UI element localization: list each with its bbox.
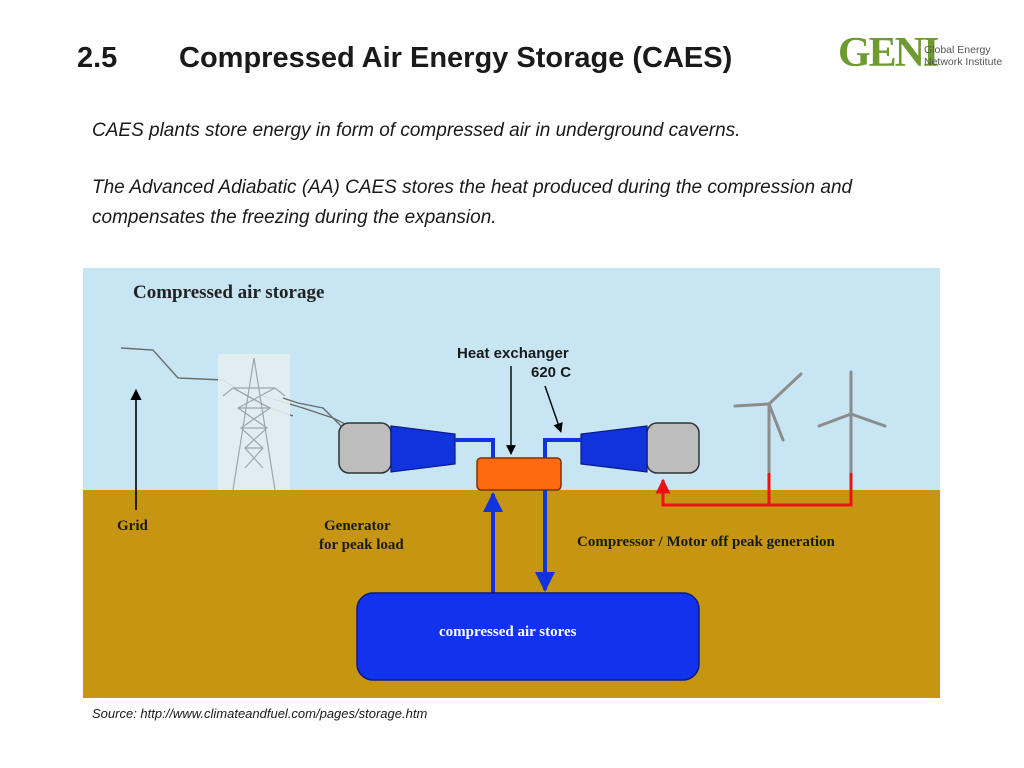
heat-exchanger (476, 457, 562, 491)
pipe-left-top (455, 438, 495, 458)
turbine-right (580, 425, 648, 473)
generator-label-line1: Generator (324, 518, 391, 534)
intro-paragraph: CAES plants store energy in form of comp… (92, 120, 741, 141)
generator-label-line2: for peak load (319, 537, 404, 553)
pipe-right-top (543, 438, 581, 458)
logo-line-1: Global Energy (924, 44, 991, 56)
heat-exchanger-label: Heat exchanger (457, 345, 569, 362)
diagram-title: Compressed air storage (133, 282, 324, 303)
compressor-unit (646, 422, 700, 474)
aa-caes-paragraph: The Advanced Adiabatic (AA) CAES stores … (92, 177, 853, 228)
air-storage-tank (356, 592, 700, 681)
temperature-arrow (544, 385, 563, 433)
pylon-icon (218, 354, 290, 491)
power-feed-line (655, 473, 853, 507)
grid-label: Grid (117, 518, 148, 534)
turbine-left (390, 425, 456, 473)
logo-mark: GENI (838, 30, 939, 76)
caes-diagram: Compressed air storage Grid (83, 268, 940, 698)
storage-label: compressed air stores (439, 624, 577, 640)
logo-subtitle: Global Energy Network Institute (924, 44, 1002, 68)
generator-unit (338, 422, 392, 474)
geni-logo: GENI Global Energy Network Institute (838, 30, 1008, 78)
slide-title: Compressed Air Energy Storage (CAES) (179, 42, 733, 74)
caes-diagram-svg: Compressed air storage Grid (83, 268, 940, 698)
section-number: 2.5 (77, 42, 118, 74)
logo-line-2: Network Institute (924, 56, 1003, 68)
source-citation: Source: http://www.climateandfuel.com/pa… (92, 706, 428, 721)
compressor-label: Compressor / Motor off peak generation (577, 534, 836, 550)
temperature-label: 620 C (531, 364, 571, 381)
feed-wire (282, 397, 344, 429)
